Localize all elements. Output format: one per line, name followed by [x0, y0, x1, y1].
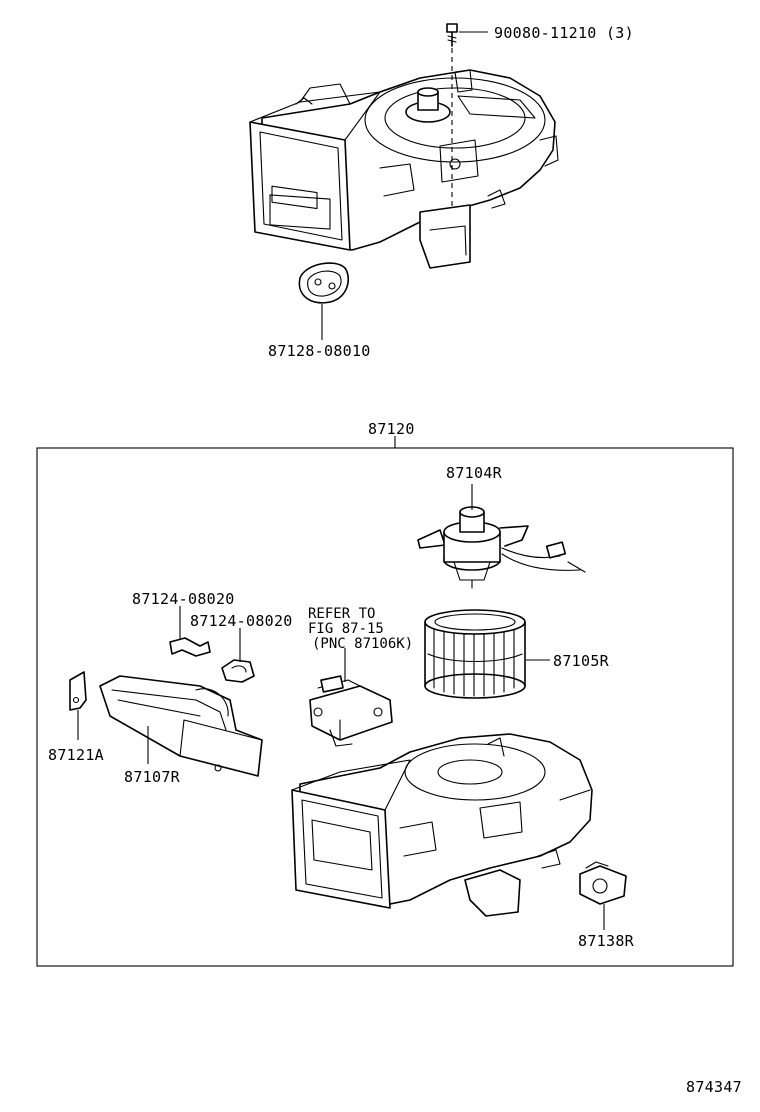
label-assembly: 87120 — [368, 420, 415, 438]
label-refer-line2: FIG 87-15 — [308, 621, 384, 637]
pad-87128-icon — [298, 262, 349, 304]
resistor-icon — [579, 861, 627, 905]
label-pad: 87128-08010 — [268, 342, 371, 360]
blower-motor-icon — [417, 506, 586, 589]
label-screw: 90080-11210 (3) — [494, 24, 634, 42]
label-clamp-lower: 87124-08020 — [190, 612, 293, 630]
duct-icon — [99, 675, 263, 777]
assembly-frame — [36, 447, 734, 967]
label-refer-line1: REFER TO — [308, 606, 375, 622]
label-clamp-upper: 87124-08020 — [132, 590, 235, 608]
clamp-lower-icon — [221, 659, 255, 683]
duct-bracket-icon — [69, 671, 87, 711]
actuator-icon — [309, 675, 393, 747]
label-fan: 87105R — [553, 652, 610, 670]
clamp-upper-icon — [169, 637, 211, 657]
blower-assembly-top — [249, 23, 559, 269]
label-refer-line3: (PNC 87106K) — [312, 636, 413, 652]
label-motor: 87104R — [446, 464, 503, 482]
label-duct-bracket: 87121A — [48, 746, 104, 764]
fan-wheel-icon — [424, 609, 526, 699]
label-resistor: 87138R — [578, 932, 635, 950]
screw-icon — [446, 23, 458, 47]
label-duct: 87107R — [124, 768, 181, 786]
figure-number: 874347 — [686, 1078, 742, 1096]
blower-case-icon — [291, 733, 593, 917]
